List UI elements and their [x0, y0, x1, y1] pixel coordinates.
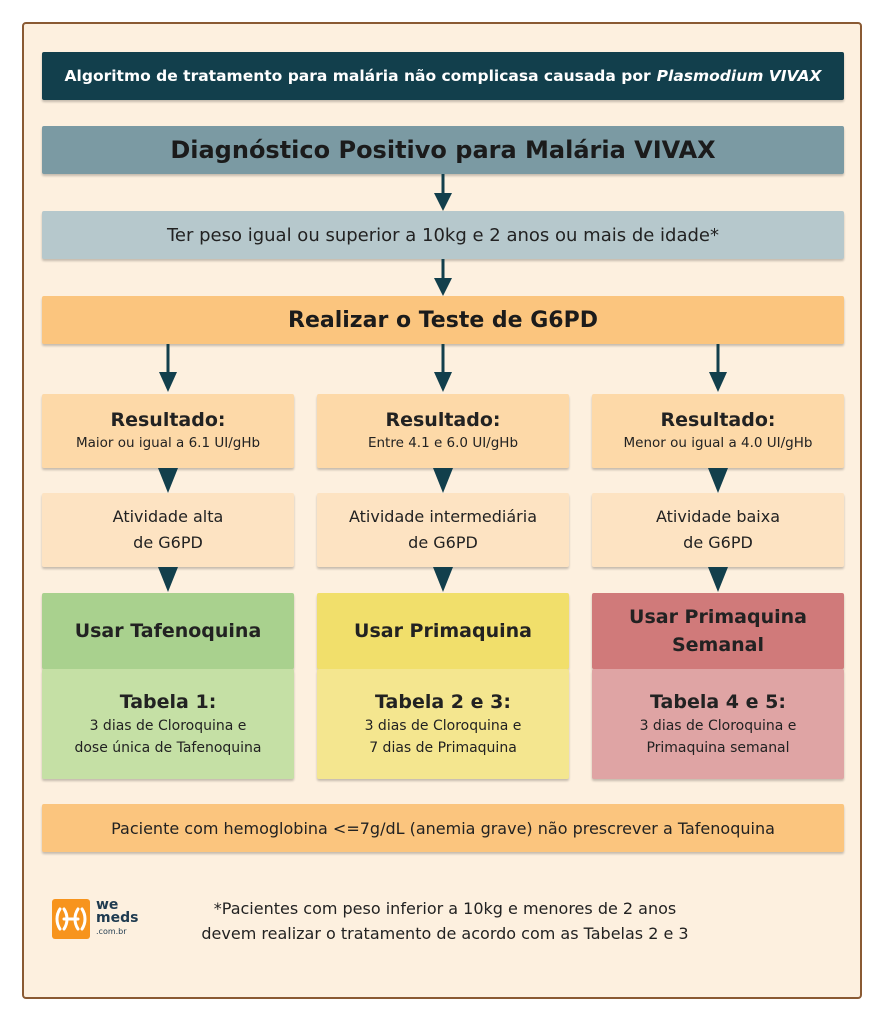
- drug-box-tafenoquina: Usar Tafenoquina: [42, 593, 294, 669]
- g6pd-test-text: Realizar o Teste de G6PD: [288, 307, 598, 333]
- title-emphasis: Plasmodium VIVAX: [656, 67, 822, 85]
- result-value: Entre 4.1 e 6.0 UI/gHb: [367, 435, 519, 451]
- activity-line: Atividade alta: [112, 507, 224, 526]
- drug-line: Usar Primaquina: [629, 606, 807, 628]
- activity-line: Atividade intermediária: [348, 507, 537, 526]
- result-box-high: Resultado: Maior ou igual a 6.1 UI/gHb: [42, 394, 294, 468]
- activity-box-high: Atividade alta de G6PD: [42, 493, 294, 567]
- diagnosis-box: Diagnóstico Positivo para Malária VIVAX: [42, 126, 844, 174]
- activity-line: de G6PD: [133, 533, 203, 552]
- result-box-low: Resultado: Menor ou igual a 4.0 UI/gHb: [592, 394, 844, 468]
- table-box-4-5: Tabela 4 e 5: 3 dias de Cloroquina e Pri…: [592, 669, 844, 779]
- arrow-down-icon: [433, 468, 453, 493]
- algorithm-title: Algoritmo de tratamento para malária não…: [42, 52, 844, 100]
- drug-line: Usar Tafenoquina: [74, 620, 262, 642]
- table-line: dose única de Tafenoquina: [74, 740, 262, 756]
- table-heading: Tabela 4 e 5:: [650, 691, 786, 713]
- result-heading: Resultado:: [110, 409, 226, 431]
- title-prefix: Algoritmo de tratamento para malária não…: [64, 67, 651, 85]
- activity-line: de G6PD: [408, 533, 478, 552]
- eligibility-text: Ter peso igual ou superior a 10kg e 2 an…: [166, 224, 720, 246]
- table-line: 3 dias de Cloroquina e: [89, 718, 247, 734]
- arrow-down-icon: [434, 344, 452, 392]
- table-line: 3 dias de Cloroquina e: [639, 718, 797, 734]
- table-line: Primaquina semanal: [646, 740, 790, 756]
- table-heading: Tabela 2 e 3:: [375, 691, 511, 713]
- logo-domain: .com.br: [96, 927, 127, 936]
- eligibility-box: Ter peso igual ou superior a 10kg e 2 an…: [42, 211, 844, 259]
- table-box-2-3: Tabela 2 e 3: 3 dias de Cloroquina e 7 d…: [317, 669, 569, 779]
- table-line: 7 dias de Primaquina: [369, 740, 517, 756]
- arrow-down-icon: [158, 468, 178, 493]
- logo-line: meds: [96, 910, 139, 926]
- footnote-line: *Pacientes com peso inferior a 10kg e me…: [213, 899, 677, 918]
- arrow-down-icon: [709, 344, 727, 392]
- result-value: Menor ou igual a 4.0 UI/gHb: [623, 435, 813, 451]
- table-box-1: Tabela 1: 3 dias de Cloroquina e dose ún…: [42, 669, 294, 779]
- result-value: Maior ou igual a 6.1 UI/gHb: [75, 435, 261, 451]
- anemia-warning-box: Paciente com hemoglobina <=7g/dL (anemia…: [42, 804, 844, 852]
- arrow-down-icon: [434, 259, 452, 296]
- table-heading: Tabela 1:: [119, 691, 217, 713]
- activity-box-intermediate: Atividade intermediária de G6PD: [317, 493, 569, 567]
- logo-line: we: [96, 897, 119, 913]
- anemia-warning-text: Paciente com hemoglobina <=7g/dL (anemia…: [111, 818, 775, 838]
- activity-line: Atividade baixa: [655, 507, 781, 526]
- arrow-down-icon: [434, 174, 452, 211]
- g6pd-test-box: Realizar o Teste de G6PD: [42, 296, 844, 344]
- arrow-down-icon: [159, 344, 177, 392]
- table-line: 3 dias de Cloroquina e: [364, 718, 522, 734]
- activity-line: de G6PD: [683, 533, 753, 552]
- arrow-down-icon: [708, 468, 728, 493]
- activity-box-low: Atividade baixa de G6PD: [592, 493, 844, 567]
- drug-line: Semanal: [671, 634, 765, 656]
- footnote: *Pacientes com peso inferior a 10kg e me…: [150, 896, 740, 946]
- arrow-down-icon: [158, 567, 178, 592]
- wemeds-logo-icon: [52, 899, 90, 939]
- drug-box-primaquina-semanal: Usar Primaquina Semanal: [592, 593, 844, 669]
- drug-box-primaquina: Usar Primaquina: [317, 593, 569, 669]
- footnote-line: devem realizar o tratamento de acordo co…: [201, 924, 689, 943]
- arrow-down-icon: [708, 567, 728, 592]
- result-heading: Resultado:: [660, 409, 776, 431]
- result-box-intermediate: Resultado: Entre 4.1 e 6.0 UI/gHb: [317, 394, 569, 468]
- wemeds-logo: we meds .com.br: [52, 897, 162, 943]
- result-heading: Resultado:: [385, 409, 501, 431]
- diagnosis-text: Diagnóstico Positivo para Malária VIVAX: [170, 136, 716, 164]
- arrow-down-icon: [433, 567, 453, 592]
- wemeds-logo-text: we meds .com.br: [96, 897, 139, 938]
- drug-line: Usar Primaquina: [354, 620, 532, 642]
